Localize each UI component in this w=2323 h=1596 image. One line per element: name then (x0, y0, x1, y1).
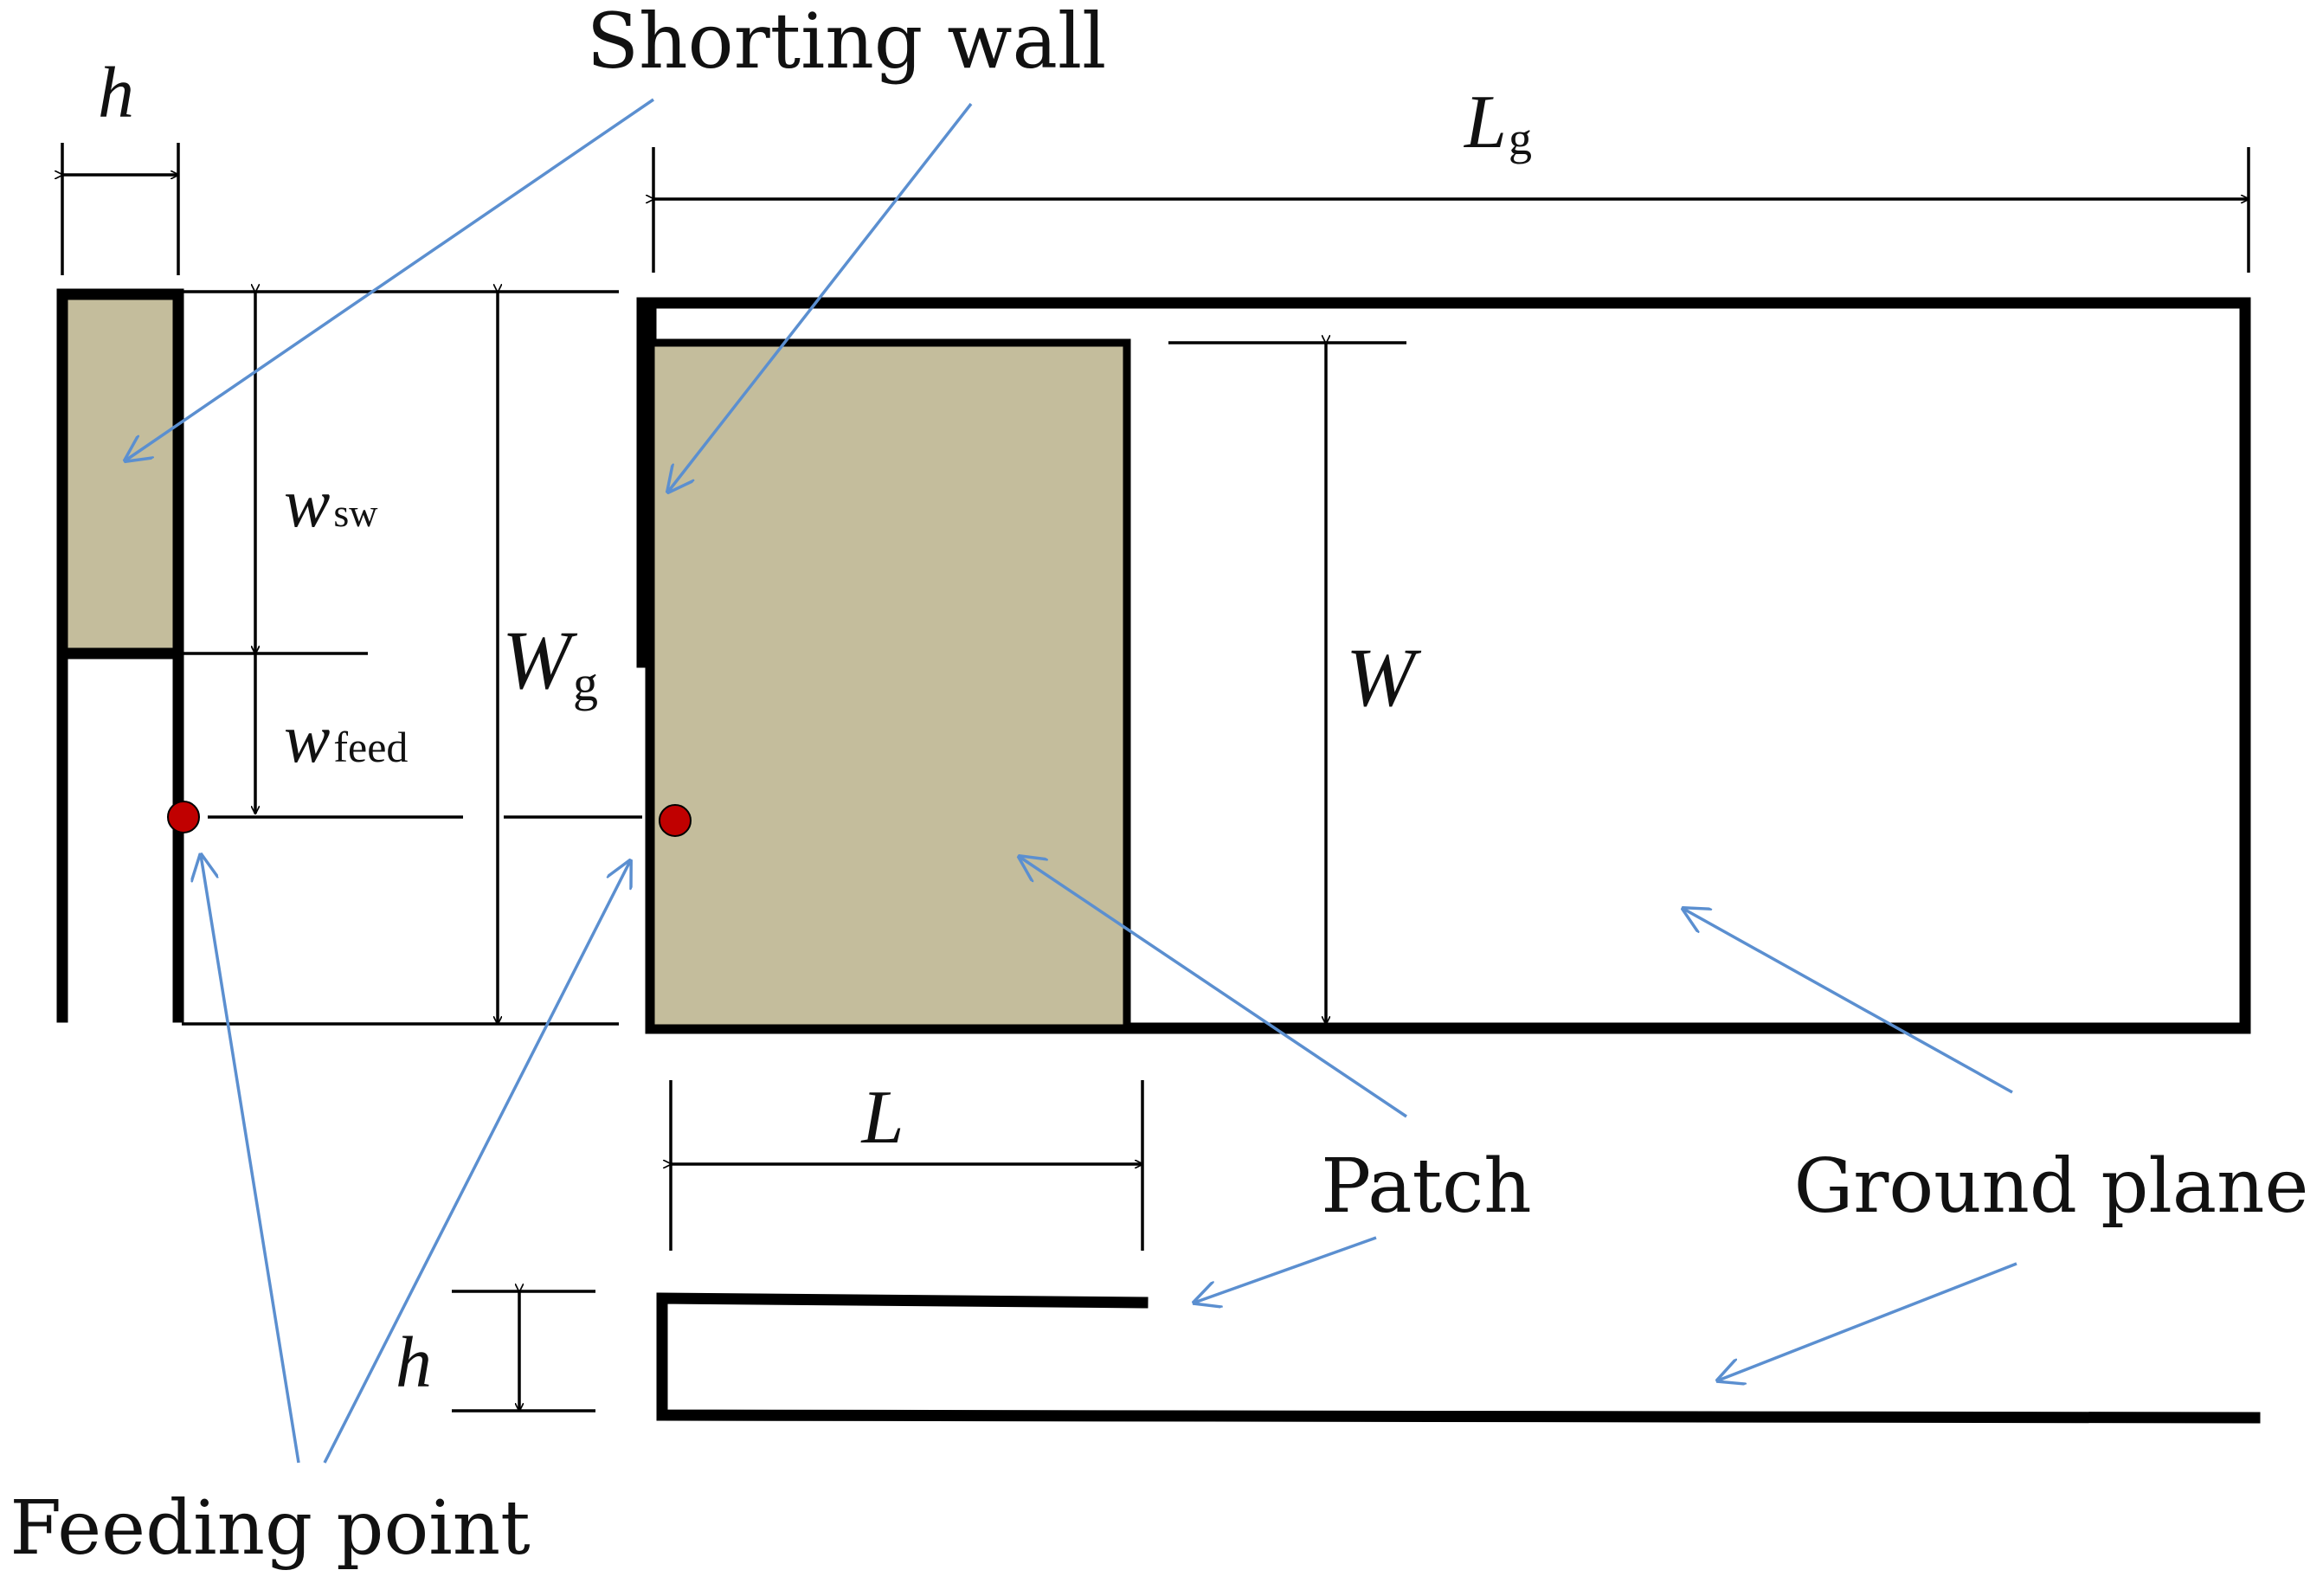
label-h-bottom: h (396, 1322, 432, 1403)
label-lg: Lg (1463, 80, 1532, 164)
callout-feeding-point: Feeding point (10, 1485, 530, 1572)
label-wg-sub: g (573, 655, 598, 711)
arrow-patch-top (1020, 857, 1407, 1118)
callout-arrows (125, 98, 2017, 1464)
callout-patch: Patch (1321, 1143, 1531, 1230)
label-wfeed: wfeed (284, 701, 408, 777)
top-feed-point (659, 804, 692, 837)
arrow-ground-top (1683, 909, 2013, 1094)
arrow-patch-side (1194, 1236, 1377, 1303)
dim-lg: Lg (653, 80, 2250, 273)
label-wg-main: W (502, 614, 578, 706)
label-wfeed-main: w (284, 701, 330, 777)
label-wfeed-sub: feed (333, 723, 408, 771)
arrow-feed-top (323, 861, 630, 1464)
label-l: L (860, 1076, 904, 1160)
dim-w: W (1168, 343, 1422, 1024)
cross-section (656, 1292, 2261, 1424)
cross-section-profile (656, 1292, 2261, 1424)
arrow-shorting-wall-top (668, 102, 973, 492)
arrow-ground-side (1718, 1262, 2017, 1380)
dim-h-top: h (62, 53, 180, 275)
arrow-shorting-wall-side (125, 98, 654, 460)
callout-shorting-wall: Shorting wall (587, 0, 1107, 86)
label-h-top: h (98, 53, 134, 133)
label-wsw: wsw (284, 466, 378, 542)
dim-wfeed: wfeed (255, 653, 408, 814)
arrow-feed-side (201, 855, 300, 1464)
dim-l: L (671, 1076, 1144, 1251)
label-wsw-main: w (284, 466, 330, 542)
label-wsw-sub: sw (333, 491, 378, 535)
label-lg-main: L (1463, 80, 1507, 164)
side-feed-point (167, 801, 200, 833)
label-w: W (1346, 631, 1422, 724)
dim-wsw: wsw (255, 292, 378, 653)
label-wg: Wg (502, 614, 598, 711)
dim-wg: Wg (498, 292, 598, 1024)
top-view (636, 297, 2251, 1034)
callout-ground-plane: Ground plane (1794, 1143, 2309, 1230)
patch (647, 338, 1131, 1033)
dim-h-bottom: h (396, 1291, 595, 1413)
side-shorting-wall (62, 294, 178, 653)
label-lg-sub: g (1509, 113, 1532, 164)
